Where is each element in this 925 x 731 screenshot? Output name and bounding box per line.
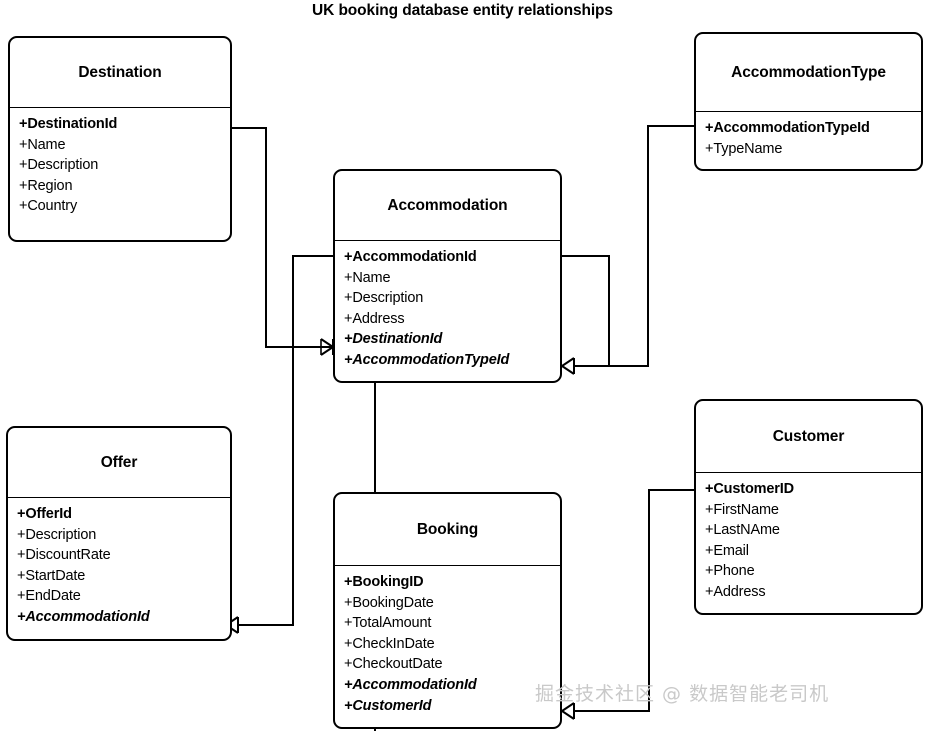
attribute-row: +DiscountRate: [17, 547, 111, 564]
entity-destination[interactable]: Destination +DestinationId +Name +Descri…: [8, 36, 232, 242]
attribute-row: +EndDate: [17, 588, 81, 605]
attribute-row: +Region: [19, 177, 73, 194]
entity-offer-title: Offer: [100, 453, 138, 471]
attribute-row: +Address: [705, 583, 766, 600]
attribute-row: +AccommodationId: [17, 608, 150, 625]
attribute-row: +Description: [17, 526, 97, 543]
attribute-row: +LastNAme: [705, 522, 780, 539]
entity-accommodation-header: Accommodation: [335, 171, 560, 241]
edge-accommodation-offer: [237, 255, 334, 626]
entity-booking-attributes: +BookingID +BookingDate +TotalAmount +Ch…: [335, 566, 560, 722]
entity-accommodation-type-attributes: +AccommodationTypeId +TypeName: [696, 112, 921, 165]
attribute-row: +CheckInDate: [344, 635, 435, 652]
entity-accommodation[interactable]: Accommodation +AccommodationId +Name +De…: [333, 169, 562, 383]
attribute-row: +AccommodationTypeId: [705, 120, 870, 136]
attribute-row: +FirstName: [705, 501, 779, 518]
edge-accommodationtype-accommodation: [574, 125, 695, 367]
attribute-row: +TypeName: [705, 140, 783, 157]
attribute-row: +AccommodationId: [344, 676, 477, 693]
entity-offer-header: Offer: [8, 428, 230, 498]
entity-booking[interactable]: Booking +BookingID +BookingDate +TotalAm…: [333, 492, 562, 729]
attribute-row: +StartDate: [17, 567, 86, 584]
attribute-row: +CustomerID: [705, 481, 794, 497]
watermark: 掘金技术社区 @ 数据智能老司机: [535, 683, 830, 705]
entity-accommodation-type-header: AccommodationType: [696, 34, 921, 112]
entity-accommodation-type-title: AccommodationType: [731, 63, 886, 81]
attribute-row: +BookingDate: [344, 594, 434, 611]
attribute-row: +Name: [19, 136, 66, 153]
entity-destination-attributes: +DestinationId +Name +Description +Regio…: [10, 108, 230, 223]
entity-accommodation-type[interactable]: AccommodationType +AccommodationTypeId +…: [694, 32, 923, 171]
attribute-row: +Description: [19, 157, 99, 174]
entity-booking-header: Booking: [335, 494, 560, 566]
entity-accommodation-attributes: +AccommodationId +Name +Description +Add…: [335, 241, 560, 377]
attribute-row: +CustomerId: [344, 697, 432, 714]
entity-offer-attributes: +OfferId +Description +DiscountRate +Sta…: [8, 498, 230, 634]
page-title: UK booking database entity relationships: [312, 2, 613, 19]
entity-accommodation-title: Accommodation: [387, 196, 508, 214]
attribute-row: +Country: [19, 198, 78, 215]
entity-destination-header: Destination: [10, 38, 230, 108]
attribute-row: +DestinationId: [344, 331, 443, 348]
attribute-row: +Name: [344, 269, 391, 286]
entity-customer-header: Customer: [696, 401, 921, 473]
entity-destination-title: Destination: [78, 63, 162, 81]
attribute-row: +AccommodationTypeId: [344, 351, 510, 368]
edge-customer-booking: [574, 489, 695, 712]
edge-destination-accommodation: [231, 127, 334, 348]
attribute-row: +TotalAmount: [344, 615, 432, 632]
attribute-row: +Address: [344, 310, 405, 327]
attribute-row: +BookingID: [344, 574, 424, 590]
attribute-row: +Email: [705, 542, 749, 559]
attribute-row: +Description: [344, 290, 424, 307]
entity-offer[interactable]: Offer +OfferId +Description +DiscountRat…: [6, 426, 232, 641]
attribute-row: +CheckoutDate: [344, 656, 443, 673]
crowsfoot-accommodation-destination: [320, 338, 334, 356]
attribute-row: +AccommodationId: [344, 249, 477, 265]
entity-customer-title: Customer: [772, 427, 845, 445]
crowsfoot-accommodation-accommodationtype: [561, 357, 575, 375]
attribute-row: +OfferId: [17, 506, 72, 522]
attribute-row: +Phone: [705, 563, 755, 580]
entity-customer-attributes: +CustomerID +FirstName +LastNAme +Email …: [696, 473, 921, 609]
entity-customer[interactable]: Customer +CustomerID +FirstName +LastNAm…: [694, 399, 923, 615]
attribute-row: +DestinationId: [19, 116, 118, 132]
entity-booking-title: Booking: [416, 520, 479, 538]
edge-accommodation-booking: [561, 255, 610, 367]
